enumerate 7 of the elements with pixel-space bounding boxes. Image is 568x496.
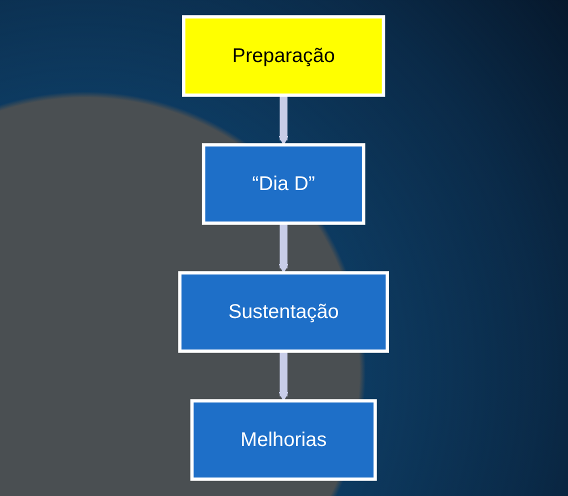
arrow [279, 95, 289, 146]
node-box: Preparação [182, 15, 386, 97]
node-box: “Dia D” [202, 143, 366, 225]
arrow [279, 223, 289, 274]
node-box: Melhorias [190, 399, 378, 481]
arrow [279, 351, 289, 402]
node-box: Sustentação [178, 271, 390, 353]
